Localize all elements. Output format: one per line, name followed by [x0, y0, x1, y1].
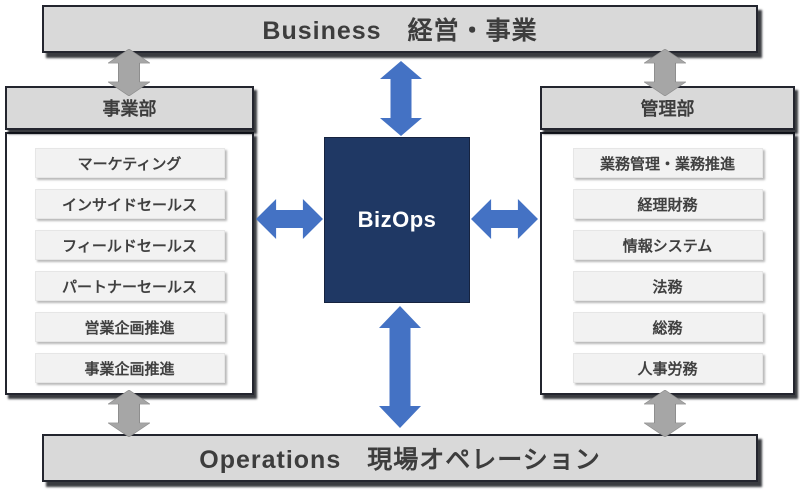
business-bar: Business 経営・事業 [42, 5, 758, 53]
list-item: 人事労務 [572, 353, 763, 383]
double-arrow-icon [644, 390, 686, 437]
business-bar-label: Business 経営・事業 [262, 17, 538, 45]
double-arrow-icon [379, 306, 421, 428]
list-item: 業務管理・業務推進 [572, 148, 763, 178]
list-item: 情報システム [572, 230, 763, 260]
business-division-title: 事業部 [102, 99, 157, 119]
list-item: フィールドセールス [34, 230, 225, 260]
admin-division-panel: 業務管理・業務推進 経理財務 情報システム 法務 総務 人事労務 [540, 132, 795, 395]
list-item: 経理財務 [572, 189, 763, 219]
list-item: インサイドセールス [34, 189, 225, 219]
list-item: 総務 [572, 312, 763, 342]
admin-division-title: 管理部 [640, 99, 695, 119]
bizops-label: BizOps [357, 207, 437, 232]
list-item: パートナーセールス [34, 271, 225, 301]
operations-bar-label: Operations 現場オペレーション [199, 446, 601, 474]
list-item: 法務 [572, 271, 763, 301]
list-item: 営業企画推進 [34, 312, 225, 342]
admin-division-header: 管理部 [540, 86, 795, 130]
list-item: 事業企画推進 [34, 353, 225, 383]
double-arrow-icon [380, 61, 422, 136]
double-arrow-icon [644, 49, 686, 96]
double-arrow-icon [256, 199, 323, 239]
business-division-panel: マーケティング インサイドセールス フィールドセールス パートナーセールス 営業… [5, 132, 254, 395]
double-arrow-icon [108, 49, 150, 96]
double-arrow-icon [108, 390, 150, 437]
bizops-box: BizOps [324, 137, 470, 303]
double-arrow-icon [471, 199, 538, 239]
list-item: マーケティング [34, 148, 225, 178]
operations-bar: Operations 現場オペレーション [42, 434, 758, 482]
